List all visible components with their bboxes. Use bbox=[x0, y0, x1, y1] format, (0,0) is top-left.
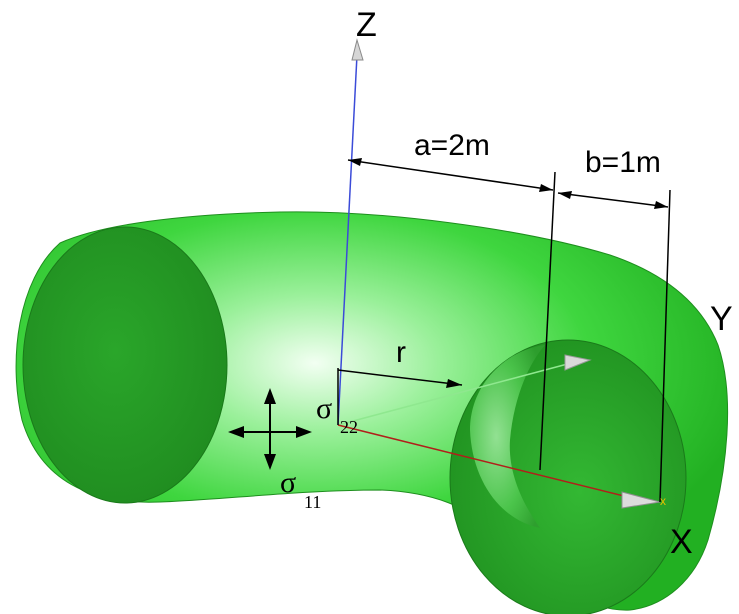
x-axis-label: X bbox=[670, 523, 693, 561]
y-axis-cone bbox=[564, 354, 592, 371]
x-axis-cone bbox=[621, 491, 661, 509]
z-axis-label: Z bbox=[356, 6, 377, 44]
sigma22-subscript: 22 bbox=[340, 417, 358, 437]
left-cross-section bbox=[22, 226, 228, 504]
z-axis-cone bbox=[351, 38, 364, 61]
z-axis-line bbox=[337, 54, 358, 426]
stress-cross-arrows bbox=[232, 392, 308, 466]
sigma11-subscript: 11 bbox=[304, 492, 321, 512]
x-axis-tip-mark: x bbox=[660, 494, 666, 508]
sigma22-symbol: σ bbox=[316, 392, 332, 425]
a-dimension-arrow bbox=[347, 159, 554, 191]
sigma11-symbol: σ bbox=[280, 466, 296, 499]
y-axis-label: Y bbox=[710, 300, 733, 338]
a-extension-line bbox=[539, 171, 556, 471]
r-arrow bbox=[337, 369, 463, 386]
x-axis-line bbox=[337, 424, 641, 501]
b-dimension-label: b=1m bbox=[585, 146, 661, 179]
b-dimension-arrow bbox=[557, 192, 669, 208]
inner-bore bbox=[470, 345, 545, 528]
b-extension-line bbox=[659, 189, 671, 503]
y-axis-line bbox=[337, 361, 576, 426]
a-dimension-label: a=2m bbox=[414, 129, 490, 162]
r-label: r bbox=[396, 336, 406, 369]
